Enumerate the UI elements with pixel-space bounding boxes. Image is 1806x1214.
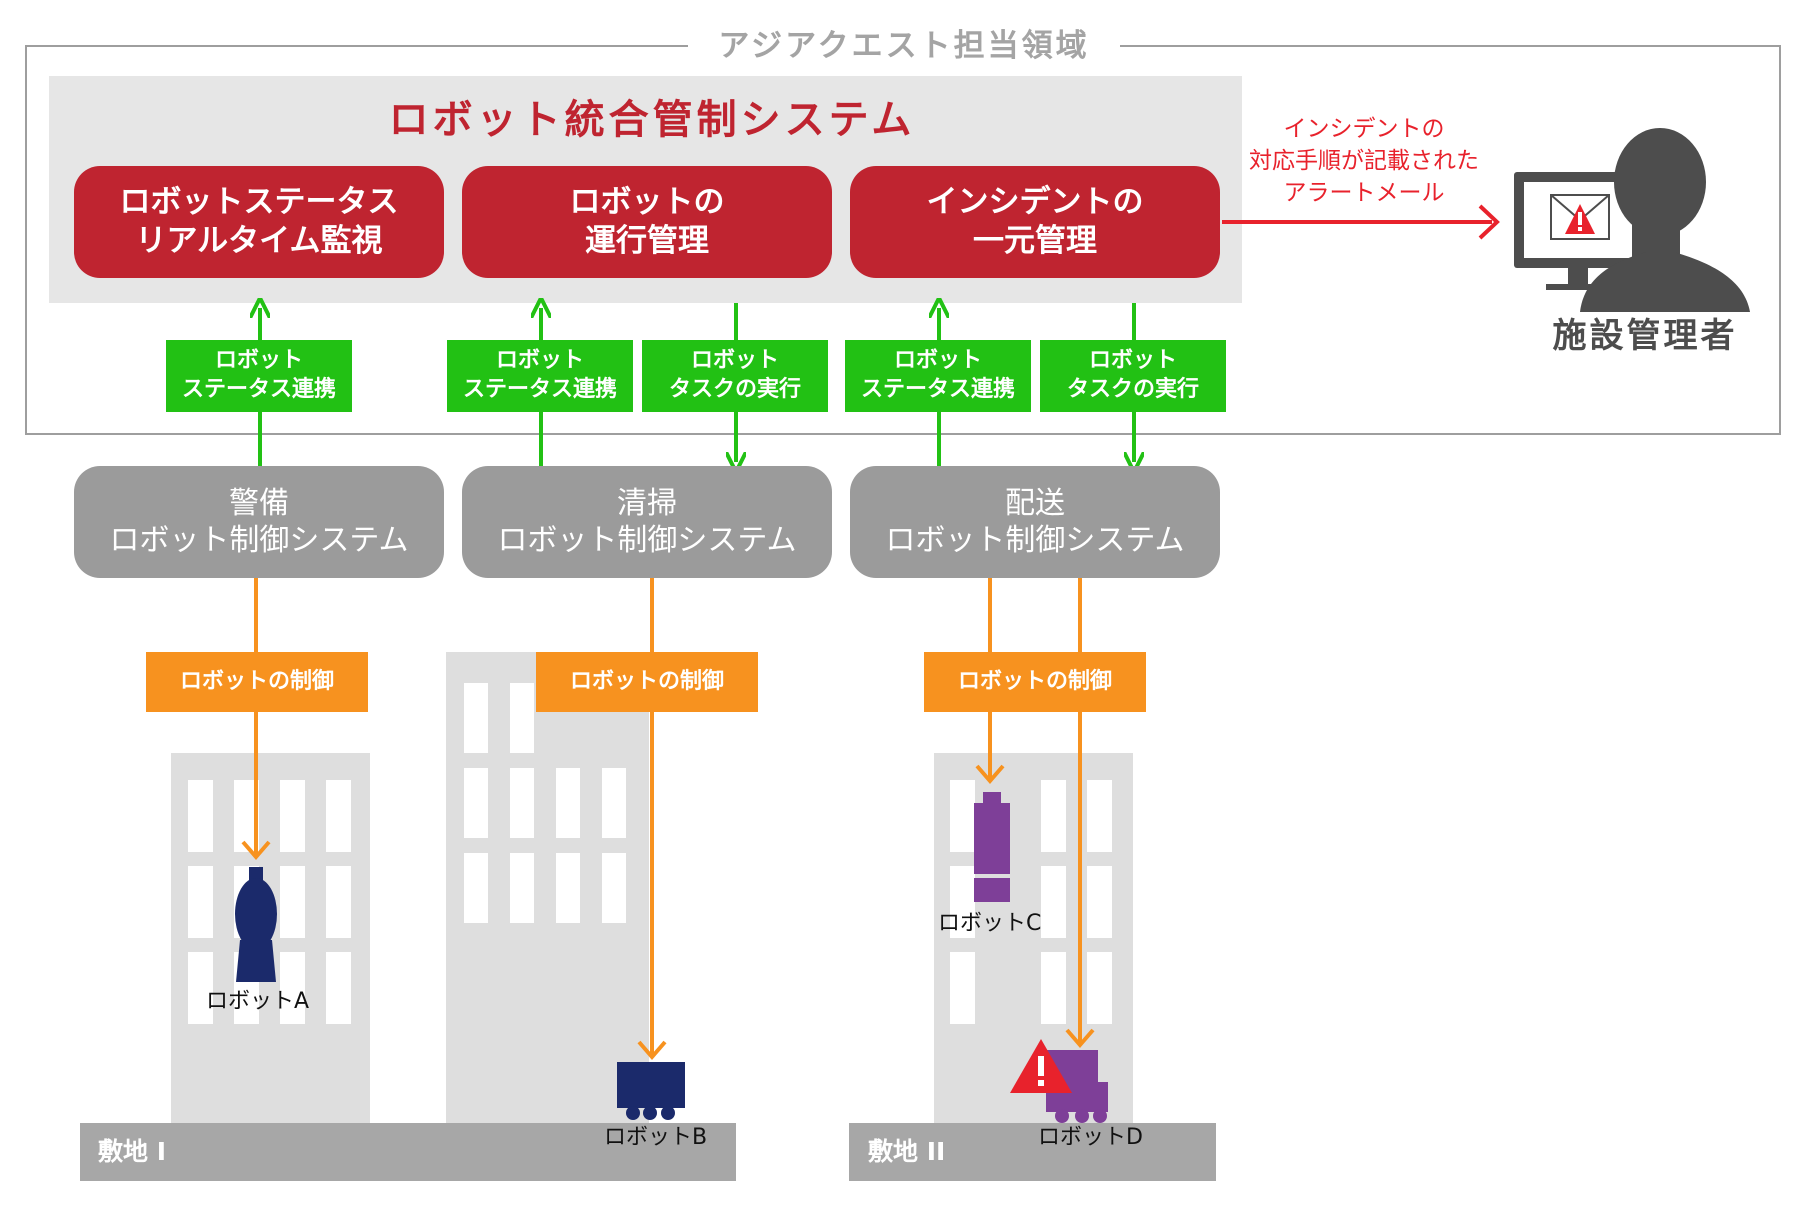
site-1-label: 敷地 I bbox=[98, 1137, 167, 1167]
status-sync-tag-3: ロボット ステータス連携 bbox=[845, 340, 1031, 412]
control-arrowhead-d bbox=[1065, 1028, 1095, 1049]
alert-message: インシデントの 対応手順が記載された アラートメール bbox=[1249, 115, 1479, 207]
robot-control-tag-3: ロボットの制御 bbox=[924, 652, 1146, 712]
control-arrowhead-b bbox=[637, 1040, 667, 1061]
robot-d-label: ロボットD bbox=[1038, 1125, 1143, 1151]
function-incident-management: インシデントの 一元管理 bbox=[850, 166, 1220, 278]
building-windows-site1-tall bbox=[464, 683, 626, 923]
monitor-icon bbox=[1514, 172, 1642, 290]
control-arrowhead-a bbox=[241, 840, 271, 861]
task-exec-tag-2: ロボット タスクの実行 bbox=[1040, 340, 1226, 412]
robot-c-icon bbox=[974, 792, 1010, 902]
control-system-cleaning: 清掃 ロボット制御システム bbox=[462, 466, 832, 578]
control-system-security: 警備 ロボット制御システム bbox=[74, 466, 444, 578]
status-sync-tag-2: ロボット ステータス連携 bbox=[447, 340, 633, 412]
scope-label: アジアクエスト担当領域 bbox=[718, 27, 1090, 64]
alert-arrowhead bbox=[1478, 204, 1500, 240]
system-title: ロボット統合管制システム bbox=[388, 97, 916, 143]
scope-label-gap bbox=[688, 30, 1120, 64]
function-status-monitoring: ロボットステータス リアルタイム監視 bbox=[74, 166, 444, 278]
building-windows-site1 bbox=[188, 780, 351, 1024]
person-icon bbox=[1580, 128, 1750, 312]
function-operation-management: ロボットの 運行管理 bbox=[462, 166, 832, 278]
site-2-label: 敷地 II bbox=[868, 1137, 946, 1167]
robot-a-icon bbox=[235, 867, 277, 982]
building-windows-site2 bbox=[950, 780, 1112, 1024]
manager-label: 施設管理者 bbox=[1552, 315, 1738, 356]
control-arrowhead-c bbox=[975, 764, 1005, 785]
task-exec-tag-1: ロボット タスクの実行 bbox=[642, 340, 828, 412]
robot-a-label: ロボットA bbox=[206, 989, 310, 1015]
ground-site1 bbox=[80, 1123, 736, 1181]
robot-control-tag-2: ロボットの制御 bbox=[536, 652, 758, 712]
warning-icon bbox=[1010, 1039, 1072, 1093]
status-sync-tag-1: ロボット ステータス連携 bbox=[166, 340, 352, 412]
robot-control-tag-1: ロボットの制御 bbox=[146, 652, 368, 712]
robot-c-label: ロボットC bbox=[938, 911, 1042, 937]
ground-site2 bbox=[849, 1123, 1216, 1181]
robot-b-icon bbox=[617, 1062, 685, 1120]
robot-b-label: ロボットB bbox=[604, 1125, 708, 1151]
control-system-delivery: 配送 ロボット制御システム bbox=[850, 466, 1220, 578]
